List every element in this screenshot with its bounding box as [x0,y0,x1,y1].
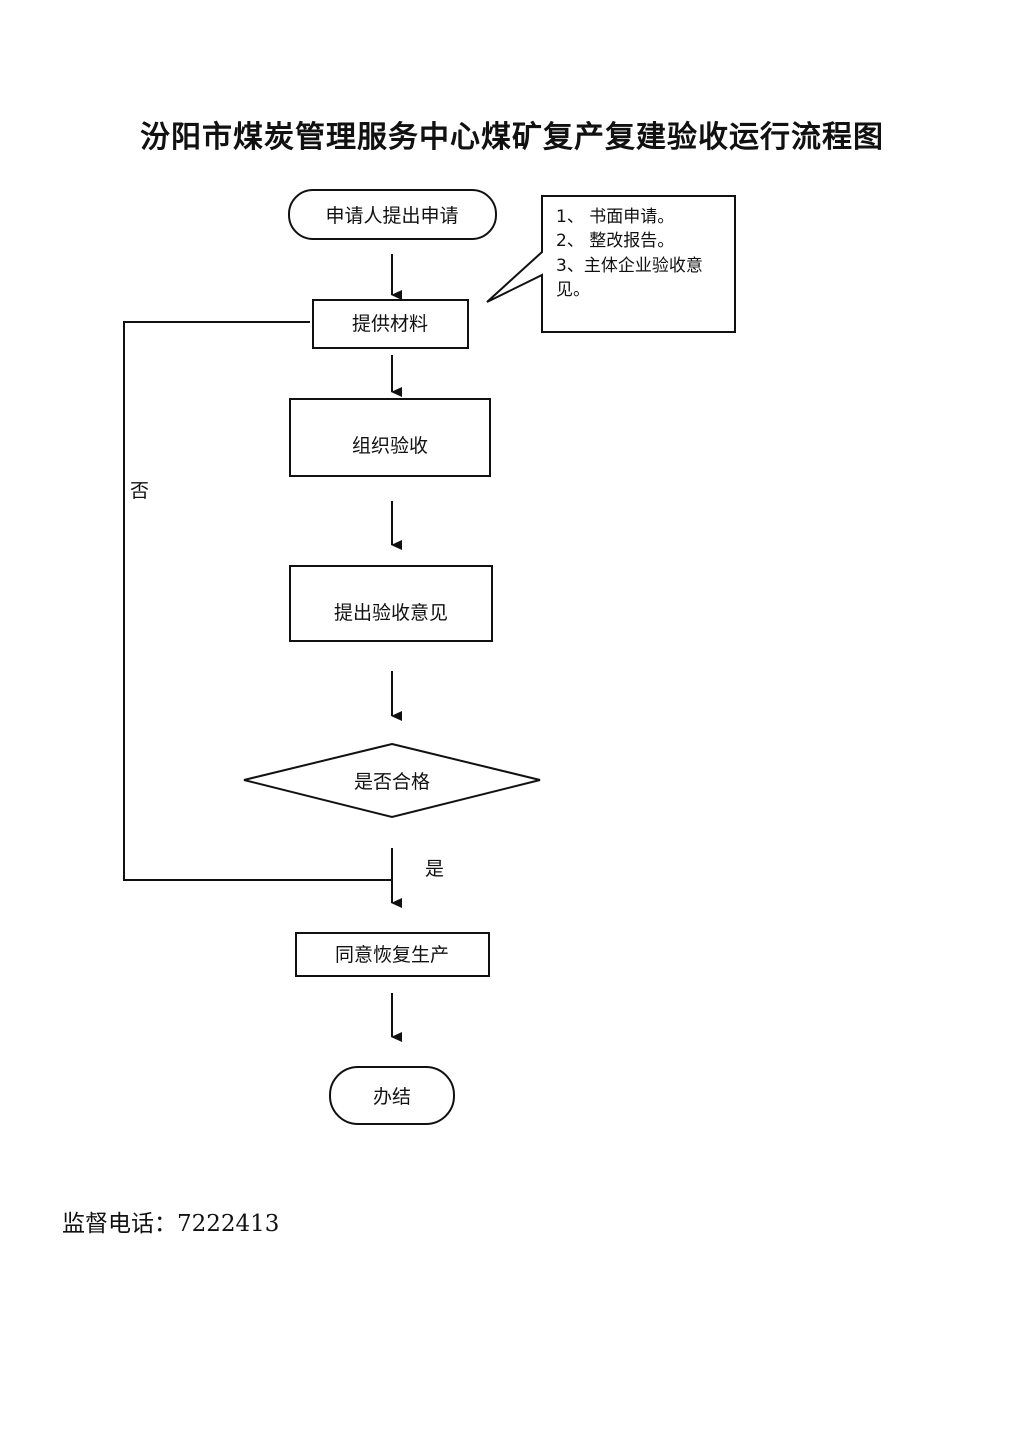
start-node-label: 申请人提出申请 [325,205,458,227]
note-line-2: 2、 整改报告。 [556,231,674,251]
supervision-phone-number: 7222413 [177,1211,280,1237]
decision-node-label: 是否合格 [354,771,430,793]
supervision-phone: 监督电话：7222413 [62,1204,279,1238]
organize-node-label: 组织验收 [352,435,428,457]
no-branch-line [123,321,392,881]
approve-node: 同意恢复生产 [295,932,490,977]
organize-node: 组织验收 [289,398,491,477]
opinion-node: 提出验收意见 [289,565,493,642]
supervision-phone-label: 监督电话： [62,1211,177,1237]
decision-node: 是否合格 [243,742,541,819]
note-line-3: 3、主体企业验收意 [556,256,703,276]
page-title: 汾阳市煤炭管理服务中心煤矿复产复建验收运行流程图 [140,120,884,155]
opinion-node-label: 提出验收意见 [334,602,448,624]
no-label: 否 [130,480,149,502]
note-line-4: 见。 [556,280,590,300]
start-node: 申请人提出申请 [288,189,497,240]
note-line-1: 1、 书面申请。 [556,207,674,227]
approve-node-label: 同意恢复生产 [335,944,449,966]
yes-label: 是 [425,858,444,880]
materials-node: 提供材料 [312,299,469,349]
materials-note-callout: 1、 书面申请。 2、 整改报告。 3、主体企业验收意 见。 [486,195,736,333]
materials-node-label: 提供材料 [352,313,428,335]
end-node-label: 办结 [373,1086,411,1108]
end-node: 办结 [329,1066,455,1125]
